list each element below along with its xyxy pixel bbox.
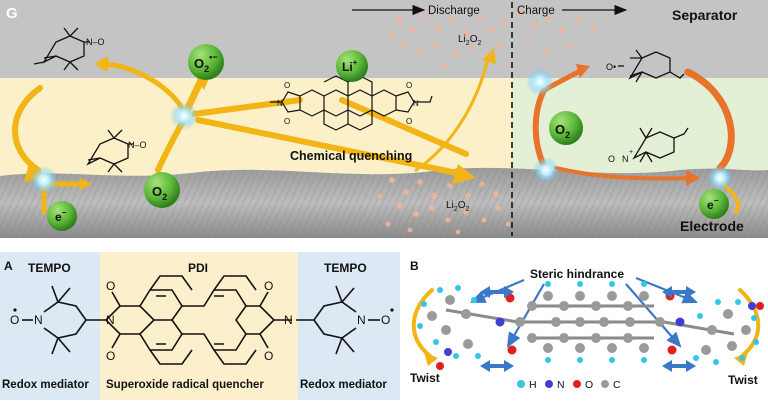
caption-redox-left: Redox mediator (2, 379, 89, 391)
tempo-charge-top (618, 49, 685, 83)
panel-b-letter: B (410, 259, 419, 273)
chemical-quenching-label: Chemical quenching (290, 149, 412, 163)
panel-g: G Discharge Charge Separator Electrode (0, 0, 768, 238)
legend-dot-o (573, 380, 581, 388)
o2-ball-charge: O2 (549, 111, 583, 145)
li2o2-particles-bottom (377, 177, 511, 235)
discharge-electrolyte (0, 78, 512, 178)
tempo-charge-top-o: O• (606, 62, 616, 72)
tempo-left-background (0, 252, 100, 400)
twist-right-label: Twist (728, 373, 758, 387)
panel-a-letter: A (4, 259, 13, 273)
oxoammonium-plus: + (629, 149, 633, 156)
panel-g-letter: G (6, 5, 18, 22)
pdi-o-bottom-right: O (264, 349, 273, 363)
tempo-mid-n-o: N–O (128, 140, 147, 150)
tempo-left-radical-dot (13, 308, 17, 312)
tempo-nitroxide-mid (86, 129, 134, 173)
svg-text:e−: e− (55, 208, 67, 224)
li2o2-label-bottom: Li2O2 (446, 200, 469, 213)
svg-text:e−: e− (707, 196, 719, 212)
discharge-label: Discharge (428, 5, 480, 17)
tempo-left-structure (43, 285, 106, 355)
twist-left-label: Twist (410, 371, 440, 385)
caption-redox-right: Redox mediator (300, 379, 387, 391)
svg-text:O2: O2 (555, 122, 570, 140)
pdi-o-bottom-left: O (106, 349, 115, 363)
steric-hindrance-label: Steric hindrance (530, 267, 624, 281)
hydrogen-atoms (417, 281, 759, 365)
svg-text:Li+: Li+ (342, 58, 358, 74)
tempo-right-background (298, 252, 400, 400)
tempo-charge-bottom (632, 127, 689, 163)
pdi-o-top-left: O (106, 279, 115, 293)
legend-dot-h (517, 380, 525, 388)
li2o2-label-top: Li2O2 (458, 34, 481, 47)
legend-label-n: N (557, 379, 565, 391)
legend-dot-n (545, 380, 553, 388)
tempo-top-n-o: N–O (86, 37, 105, 47)
panel-a: A TEMPO PDI TEMPO N O O O N O (0, 252, 400, 400)
pdi-n-right-a: N (284, 313, 293, 327)
electrode-label: Electrode (680, 218, 744, 234)
tempo-right-structure (296, 285, 380, 355)
pdi-o-top-right: O (264, 279, 273, 293)
carbon-atoms (427, 291, 751, 355)
pdi-molecule-g (270, 75, 433, 131)
superoxide-ball: O2•− (188, 44, 224, 80)
electron-ball-discharge: e− (47, 201, 77, 231)
pdi-n-right: N (413, 99, 419, 108)
pdi-background (100, 252, 298, 400)
li-ion-ball: Li+ (336, 50, 368, 82)
steric-double-arrows (480, 286, 696, 372)
legend-label-c: C (613, 379, 621, 391)
o2-ball-discharge: O2 (144, 172, 180, 208)
tempo-right-radical-dot (390, 308, 394, 312)
tempo-left-title: TEMPO (28, 261, 71, 275)
tempo-right-title: TEMPO (324, 261, 367, 275)
electron-ball-charge: e− (699, 189, 729, 219)
pdi-n-left: N (277, 99, 283, 108)
twist-arrows (411, 288, 761, 358)
oxoammonium-o: O (608, 154, 615, 164)
pdi-o-1: O (284, 81, 290, 90)
legend-label-o: O (585, 379, 593, 391)
tempo-left-n: N (34, 313, 43, 327)
pdi-title: PDI (188, 261, 208, 275)
pdi-o-4: O (406, 117, 412, 126)
nitrogen-atoms (444, 302, 756, 356)
pdi-o-3: O (406, 81, 412, 90)
legend-label-h: H (529, 379, 537, 391)
sparks (30, 68, 733, 194)
tempo-nitroxide-top (33, 27, 90, 71)
tempo-left-o: O (10, 313, 19, 327)
oxoammonium-n: N (622, 154, 629, 164)
separator-band (0, 0, 768, 78)
tempo-right-o: O (381, 313, 390, 327)
pdi-structure (104, 275, 292, 365)
separator-label: Separator (672, 7, 738, 23)
panel-b-background (400, 252, 768, 400)
svg-text:O2•−: O2•− (194, 52, 218, 74)
charge-arrowheads (576, 64, 700, 186)
legend-dot-c (601, 380, 609, 388)
pdi-o-2: O (284, 117, 290, 126)
charge-label: Charge (517, 5, 555, 17)
tempo-right-n: N (357, 313, 366, 327)
svg-text:O2: O2 (152, 184, 167, 202)
caption-quencher: Superoxide radical quencher (106, 379, 264, 391)
electrode-texture (0, 167, 768, 238)
panel-b: B Steric hindrance (400, 252, 768, 400)
pdi-n-left-a: N (106, 313, 115, 327)
atom-legend: H N O C (517, 379, 621, 391)
